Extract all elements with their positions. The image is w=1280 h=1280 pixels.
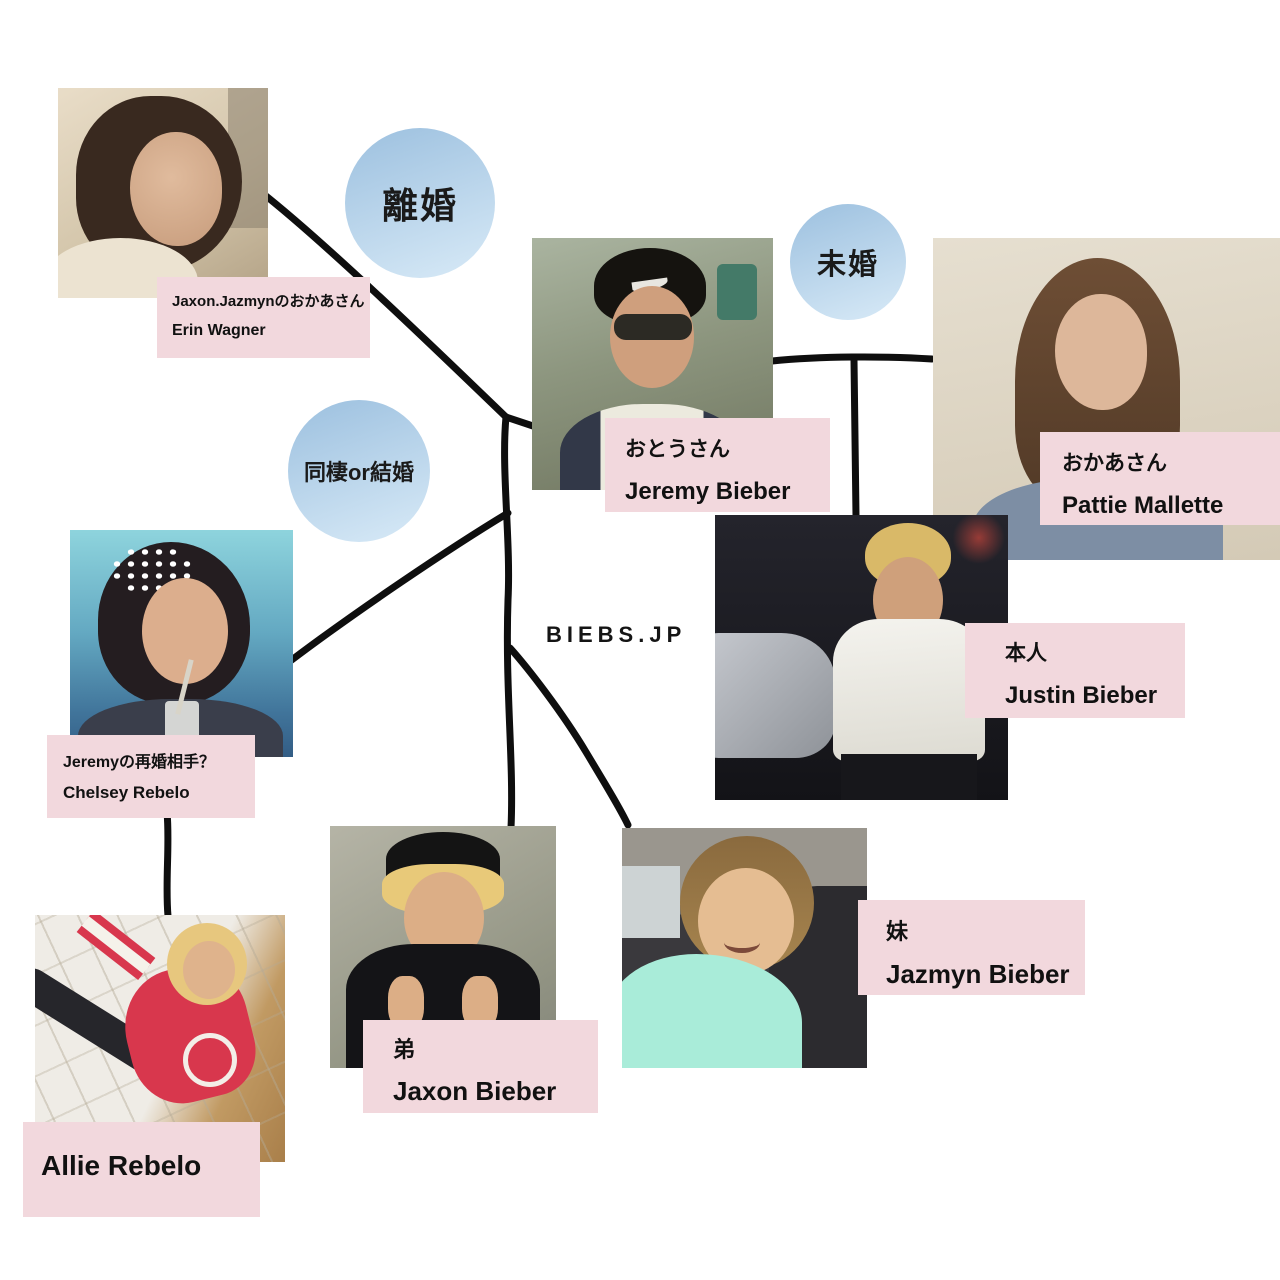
- person-role: 本人: [1005, 642, 1047, 665]
- line-chelsey-to-junction: [285, 509, 512, 666]
- person-name: Jazmyn Bieber: [886, 959, 1070, 989]
- label-jaxon-bieber: 弟 Jaxon Bieber: [363, 1020, 598, 1113]
- face-shape: [183, 941, 235, 999]
- label-erin-wagner: Jaxon.Jazmynのおかあさん Erin Wagner: [157, 277, 370, 358]
- person-name: Chelsey Rebelo: [63, 783, 190, 802]
- label-chelsey-rebelo: Jeremyの再婚相手？ Chelsey Rebelo: [47, 735, 255, 818]
- line-chelsey-to-allie: [163, 808, 172, 920]
- person-role: 妹: [886, 919, 909, 944]
- face-shape: [130, 132, 222, 246]
- person-name: Erin Wagner: [172, 322, 266, 339]
- person-role: Jaxon.Jazmynのおかあさん: [172, 293, 365, 310]
- line-trunk-to-jazmyn: [506, 644, 632, 829]
- car-shape: [715, 633, 835, 758]
- line-junction-trunk-to-jaxon: [501, 413, 516, 832]
- sunglasses-shape: [614, 314, 692, 340]
- person-name: Jeremy Bieber: [625, 478, 791, 505]
- line-erin-to-junction: [257, 188, 510, 421]
- badge-label: 離婚: [381, 185, 458, 226]
- photo-erin-wagner: [58, 88, 268, 298]
- person-role: おとうさん: [625, 438, 730, 461]
- label-justin-bieber: 本人 Justin Bieber: [965, 623, 1185, 718]
- label-pattie-mallette: おかあさん Pattie Mallette: [1040, 432, 1280, 525]
- person-role: 弟: [393, 1037, 416, 1062]
- badge-unmarried: 未婚: [790, 204, 906, 320]
- person-role: おかあさん: [1062, 452, 1167, 475]
- person-name: Allie Rebelo: [41, 1150, 202, 1181]
- photo-jazmyn-bieber: [622, 828, 867, 1068]
- person-role: Jeremyの再婚相手？: [63, 754, 216, 771]
- person-name: Jaxon Bieber: [393, 1076, 557, 1106]
- shirt-logo-shape: [183, 1033, 237, 1087]
- line-parents-to-justin: [850, 356, 860, 520]
- smile-shape: [724, 932, 760, 953]
- person-name: Justin Bieber: [1005, 682, 1158, 709]
- cup-shape: [717, 264, 757, 320]
- photo-allie-rebelo: [35, 915, 285, 1162]
- car-window-shape: [622, 866, 680, 938]
- label-allie-rebelo: Allie Rebelo: [23, 1122, 260, 1217]
- photo-chelsey-rebelo: [70, 530, 293, 757]
- label-jazmyn-bieber: 妹 Jazmyn Bieber: [858, 900, 1085, 995]
- photo-justin-bieber: [715, 515, 1008, 800]
- site-watermark: BIEBS.JP: [546, 622, 687, 647]
- badge-divorce: 離婚: [345, 128, 495, 278]
- face-shape: [1055, 294, 1147, 410]
- face-shape: [142, 578, 228, 684]
- pants-shape: [841, 754, 977, 800]
- person-name: Pattie Mallette: [1062, 492, 1224, 519]
- shirt-shape: [833, 619, 985, 761]
- badge-label: 未婚: [816, 249, 879, 281]
- sleeve-stripe-shape: [81, 916, 151, 974]
- badge-label: 同棲or結婚: [303, 460, 414, 485]
- badge-cohabit-or-marriage: 同棲or結婚: [288, 400, 430, 542]
- label-jeremy-bieber: おとうさん Jeremy Bieber: [605, 418, 830, 512]
